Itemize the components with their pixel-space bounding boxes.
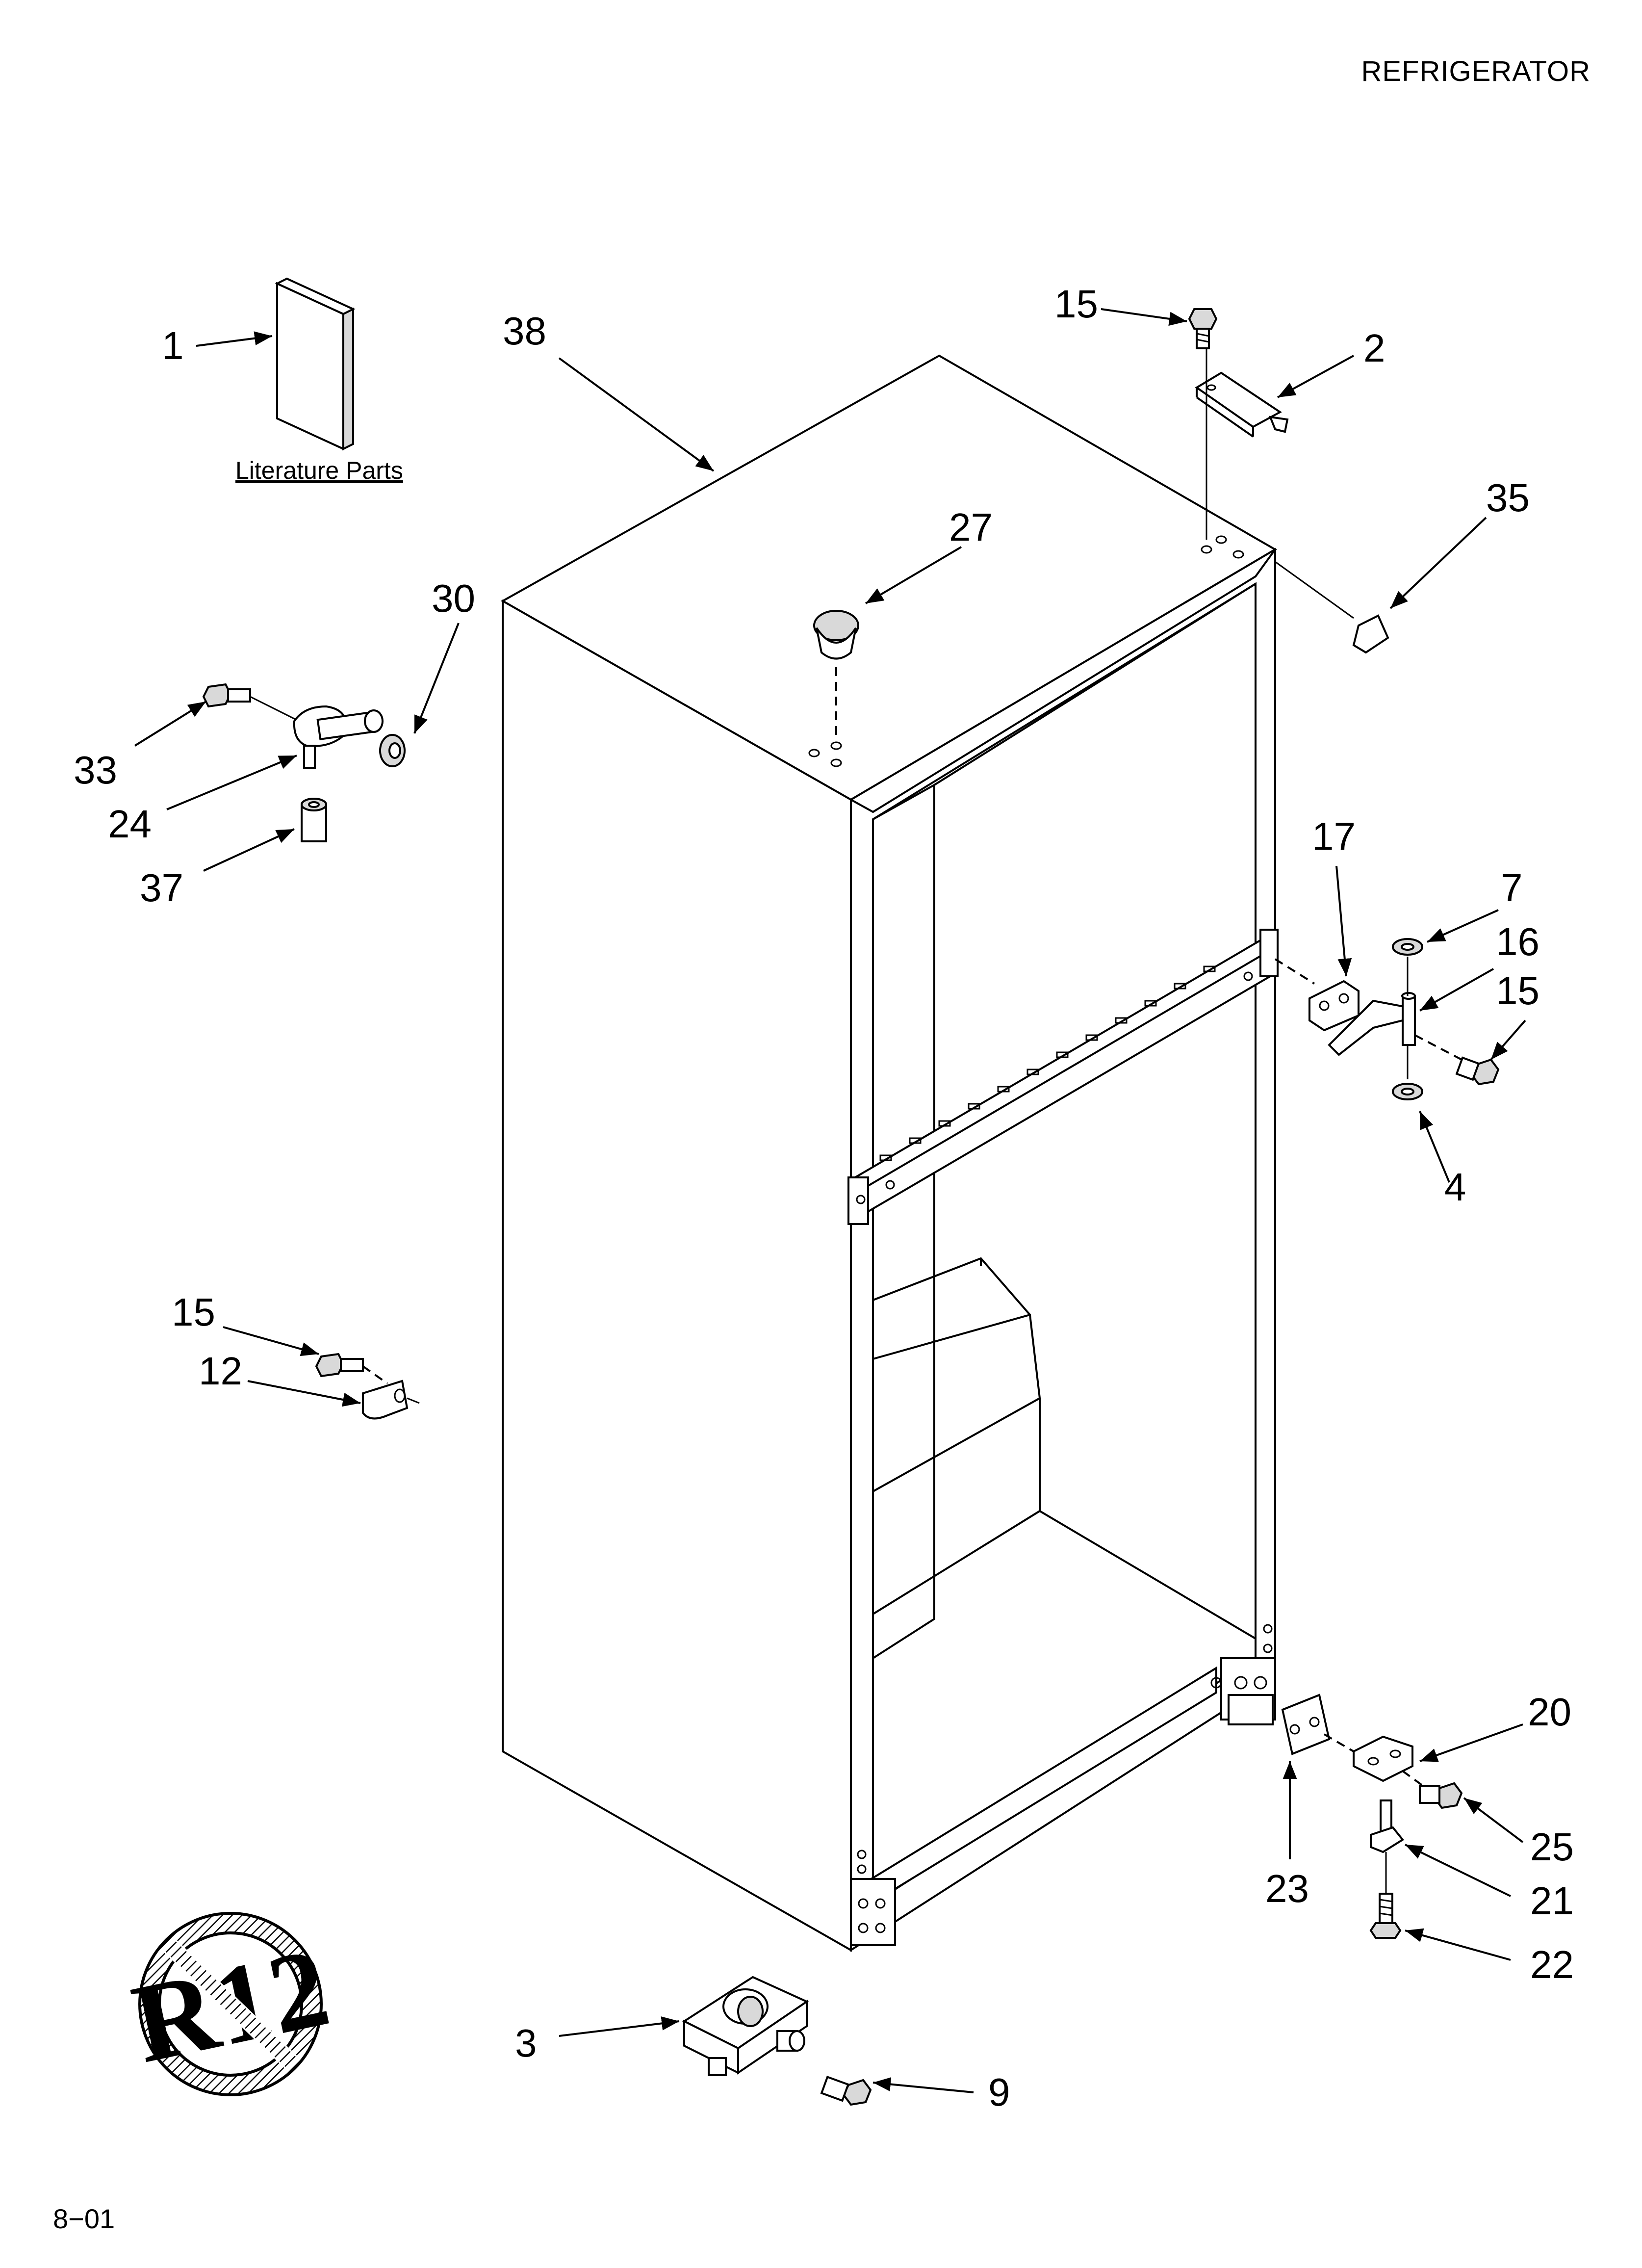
callout-30: 30 [432, 576, 475, 620]
callout-15-top: 15 [1054, 282, 1098, 326]
callout-12: 12 [199, 1349, 242, 1393]
callout-38: 38 [503, 309, 546, 353]
callout-24: 24 [108, 802, 152, 846]
revision-code: 8−01 [53, 2203, 115, 2234]
literature-booklet [275, 277, 356, 451]
callout-22: 22 [1530, 1943, 1574, 1986]
callout-4: 4 [1444, 1165, 1466, 1209]
bottom-hinge-assembly [1281, 1694, 1463, 1939]
callout-23: 23 [1265, 1867, 1309, 1910]
screw-15-top [1188, 308, 1218, 349]
callout-16: 16 [1496, 920, 1539, 964]
door-stop-assembly [202, 683, 406, 842]
callout-37: 37 [140, 866, 183, 910]
no-r12-badge: R12 [123, 1912, 339, 2096]
clip-12 [362, 1380, 420, 1420]
callout-25: 25 [1530, 1825, 1574, 1869]
callout-15-center: 15 [1496, 969, 1539, 1013]
center-hinge-assembly [1274, 938, 1500, 1100]
hinge-cap-35 [1275, 561, 1389, 654]
roller-assembly-3 [682, 1976, 872, 2106]
callout-21: 21 [1530, 1879, 1574, 1923]
refrigerator-cabinet [500, 354, 1279, 1952]
callout-15-left: 15 [172, 1290, 215, 1334]
callout-9: 9 [988, 2070, 1010, 2114]
callout-33: 33 [74, 748, 117, 792]
callout-27: 27 [949, 505, 993, 549]
screw-15-left [315, 1353, 388, 1384]
top-hinge-2 [1195, 343, 1289, 540]
callout-17: 17 [1312, 814, 1356, 858]
literature-parts-label: Literature Parts [235, 457, 403, 484]
leader-lines [134, 308, 1526, 2093]
page-title: REFRIGERATOR [1361, 55, 1591, 87]
rail-slots [856, 965, 1253, 1204]
callout-7: 7 [1501, 866, 1523, 910]
callout-1: 1 [162, 324, 184, 367]
callout-3: 3 [515, 2021, 537, 2065]
plug-button-27 [813, 610, 859, 741]
callout-20: 20 [1528, 1690, 1571, 1734]
callout-35: 35 [1486, 476, 1530, 520]
callout-2: 2 [1363, 326, 1385, 370]
